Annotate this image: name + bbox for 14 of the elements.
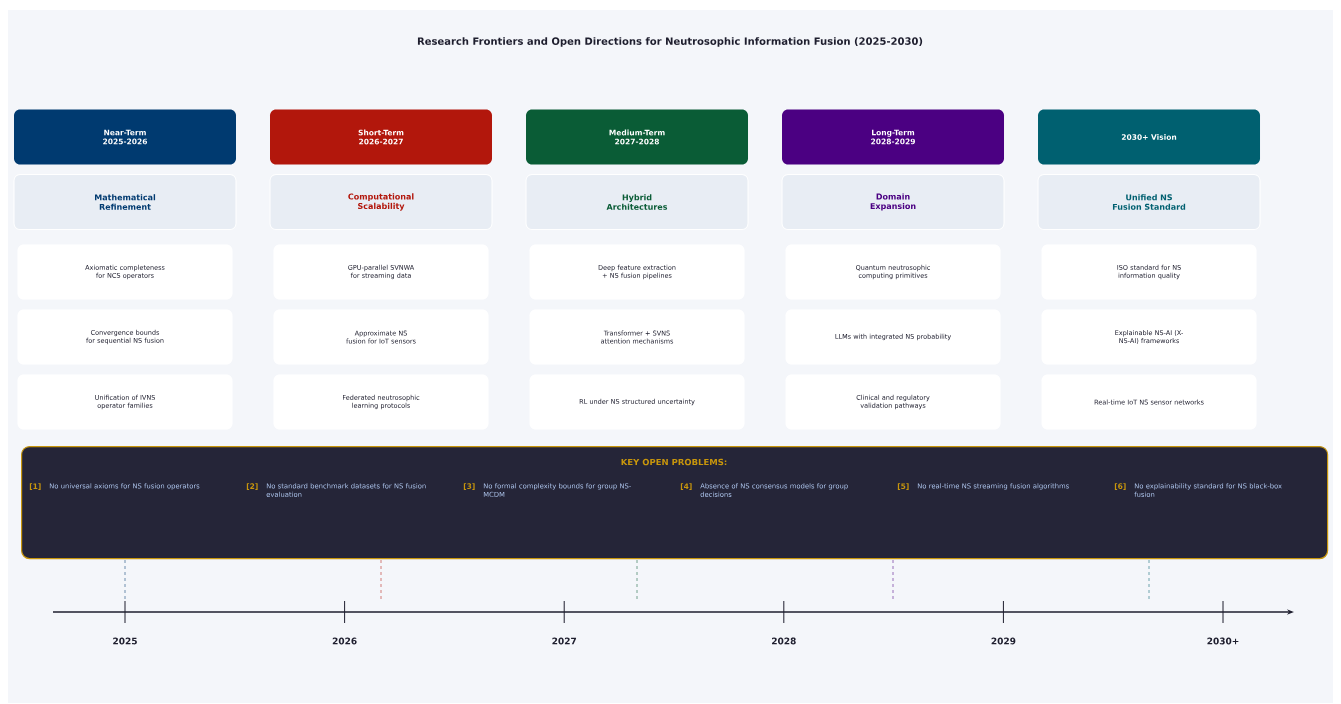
- theme-box: Domain Expansion: [781, 174, 1005, 230]
- year-label: 2026: [332, 637, 357, 645]
- problems-panel: [21, 446, 1329, 560]
- theme-box: Unified NS Fusion Standard: [1037, 174, 1261, 230]
- year-label: 2025: [113, 637, 137, 645]
- theme-box: Computational Scalability: [269, 174, 493, 230]
- title: Research Frontiers and Open Directions for Neutrosophic Information Fusion (2025-2030): [417, 37, 923, 47]
- panel-heading: KEY OPEN PROBLEMS:: [621, 458, 727, 466]
- theme-box: Mathematical Refinement: [13, 174, 237, 230]
- year-label: 2030+: [1207, 637, 1239, 645]
- year-label: 2028: [772, 637, 796, 645]
- year-label: 2027: [552, 637, 577, 645]
- theme-box: Hybrid Architectures: [525, 174, 749, 230]
- year-label: 2029: [991, 637, 1016, 645]
